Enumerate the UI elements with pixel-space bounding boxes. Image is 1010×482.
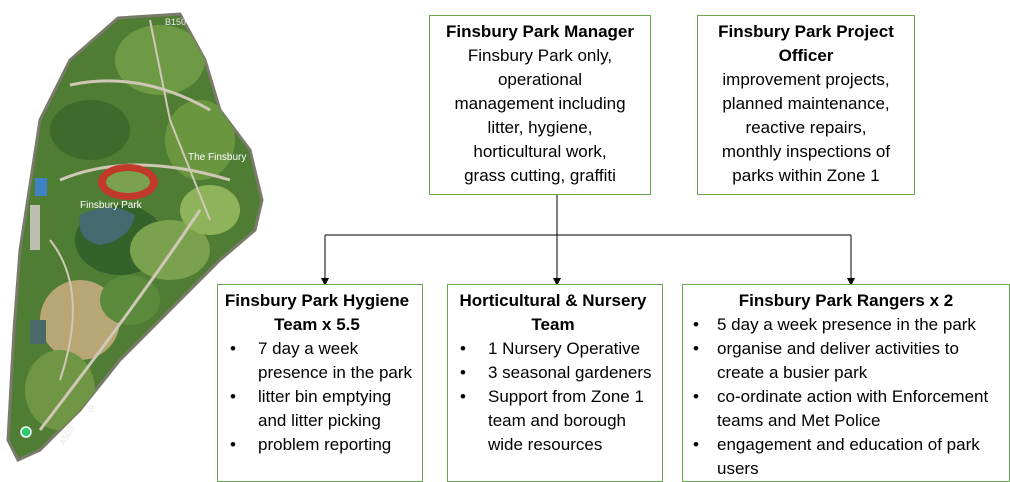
lake xyxy=(79,207,135,245)
nursery-team-title: Horticultural & Nursery Team xyxy=(448,289,658,337)
map-label-road-b: B xyxy=(88,404,94,414)
rangers-duty-item: organise and deliver activities to creat… xyxy=(683,337,1009,385)
hygiene-team-title: Finsbury Park Hygiene Team x 5.5 xyxy=(218,289,416,337)
hygiene-team-box: Finsbury Park Hygiene Team x 5.5 7 day a… xyxy=(217,284,423,482)
officer-line: parks within Zone 1 xyxy=(732,166,880,185)
rangers-box: Finsbury Park Rangers x 2 5 day a week p… xyxy=(682,284,1010,482)
project-officer-box: Finsbury Park Project Officer improvemen… xyxy=(697,15,915,195)
manager-line: operational xyxy=(497,70,583,89)
hygiene-duty-item: 7 day a week presence in the park xyxy=(218,337,416,385)
hygiene-team-duties: 7 day a week presence in the park litter… xyxy=(218,337,416,457)
hygiene-duty-item: litter bin emptying and litter picking xyxy=(218,385,416,433)
nursery-duty-item: Support from Zone 1 team and borough wid… xyxy=(448,385,658,457)
manager-line: horticultural work, xyxy=(473,142,607,161)
manager-line: grass cutting, graffiti xyxy=(464,166,616,185)
park-manager-box: Finsbury Park Manager Finsbury Park only… xyxy=(429,15,651,195)
park-area xyxy=(6,12,264,462)
rangers-title: Finsbury Park Rangers x 2 xyxy=(738,291,954,310)
nursery-duty-item: 1 Nursery Operative xyxy=(448,337,658,361)
hygiene-duty-item: problem reporting xyxy=(218,433,416,457)
nursery-duty-item: 3 seasonal gardeners xyxy=(448,361,658,385)
map-label-park: Finsbury Park xyxy=(80,200,143,211)
officer-title-line: Officer xyxy=(778,46,834,65)
rangers-duties: 5 day a week presence in the park organi… xyxy=(683,313,1009,481)
manager-line: management including xyxy=(454,94,626,113)
officer-line: planned maintenance, xyxy=(722,94,890,113)
map-label-area: The Finsbury xyxy=(188,152,246,163)
park-aerial-map: Finsbury Park The Finsbury B150 B A503 xyxy=(6,12,264,462)
nursery-title-line: Team xyxy=(531,315,575,334)
tennis-courts xyxy=(35,178,47,196)
rangers-duty-item: 5 day a week presence in the park xyxy=(683,313,1009,337)
project-officer-title: Finsbury Park Project Officer xyxy=(704,20,908,68)
nursery-team-box: Horticultural & Nursery Team 1 Nursery O… xyxy=(447,284,663,482)
project-officer-description: improvement projects, planned maintenanc… xyxy=(704,68,908,188)
nursery-team-duties: 1 Nursery Operative 3 seasonal gardeners… xyxy=(448,337,658,457)
nursery-title-line: Horticultural & Nursery xyxy=(459,291,647,310)
manager-line: Finsbury Park only, xyxy=(467,46,613,65)
park-manager-description: Finsbury Park only, operational manageme… xyxy=(436,44,644,188)
officer-title-line: Finsbury Park Project xyxy=(718,22,894,41)
map-label-road-top: B150 xyxy=(165,17,186,27)
hygiene-title-line: Team x 5.5 xyxy=(274,315,360,334)
rangers-duty-item: co-ordinate action with Enforcement team… xyxy=(683,385,1009,433)
officer-line: improvement projects, xyxy=(722,70,890,89)
officer-line: reactive repairs, xyxy=(745,118,867,137)
officer-line: monthly inspections of xyxy=(721,142,891,161)
park-manager-title: Finsbury Park Manager xyxy=(445,22,634,41)
location-pin-icon xyxy=(20,426,32,438)
manager-line: litter, hygiene, xyxy=(487,118,593,137)
hygiene-title-line: Finsbury Park Hygiene xyxy=(224,291,410,310)
rangers-duty-item: engagement and education of park users xyxy=(683,433,1009,481)
